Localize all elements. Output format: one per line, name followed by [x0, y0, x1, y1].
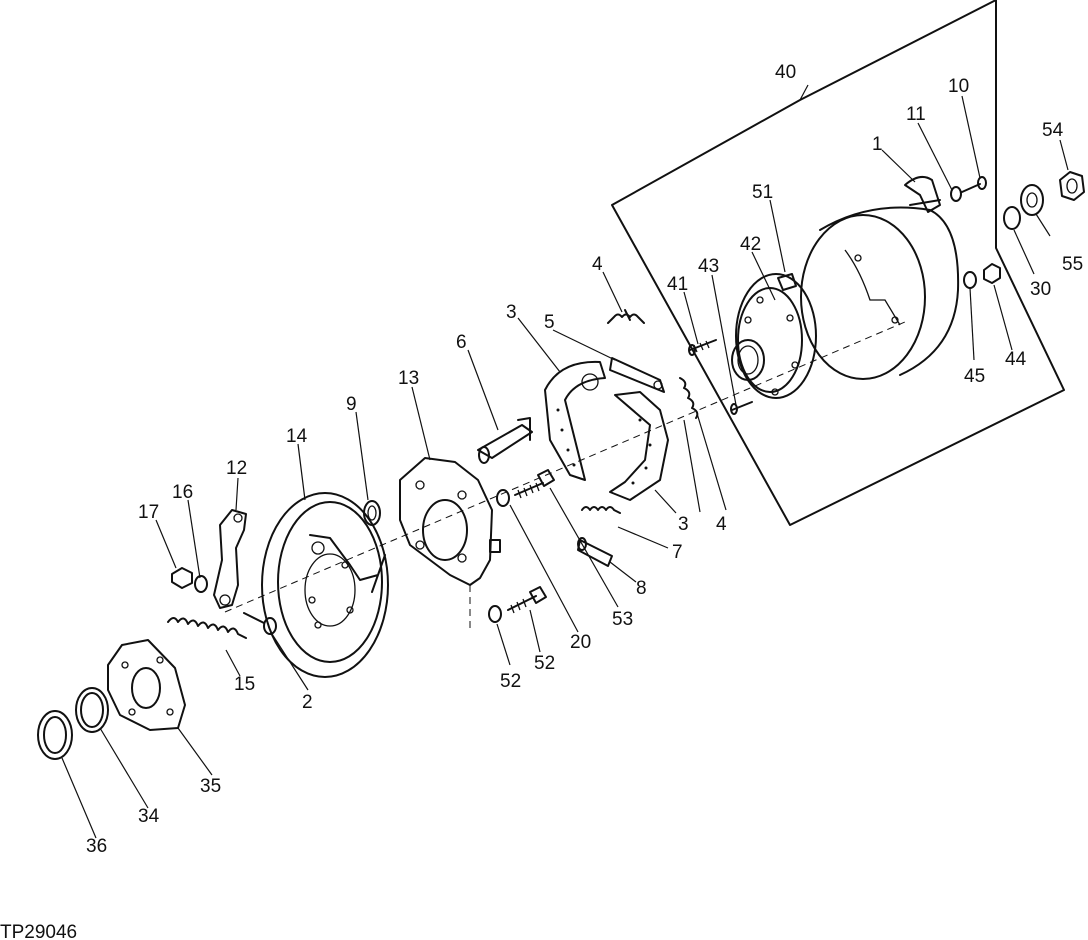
- lever-12-icon: [213, 509, 247, 609]
- callout-35: 35: [200, 776, 221, 797]
- callout-11: 11: [906, 104, 926, 125]
- snap-ring-9-icon: [363, 500, 381, 526]
- washer-52-icon: [488, 605, 502, 623]
- bolt-53-icon: [514, 469, 555, 499]
- callout-45: 45: [964, 366, 985, 387]
- callout-9: 9: [346, 394, 357, 415]
- hub-42-icon: [731, 273, 817, 399]
- callout-40: 40: [775, 62, 796, 83]
- callout-3-lower: 3: [678, 514, 689, 535]
- bolt-10-icon: [961, 176, 987, 193]
- callout-42: 42: [740, 234, 761, 255]
- callout-12: 12: [226, 458, 247, 479]
- callout-15: 15: [234, 674, 255, 695]
- spring-4-upper-icon: [607, 309, 645, 324]
- callout-16: 16: [172, 482, 193, 503]
- callout-30: 30: [1030, 279, 1051, 300]
- bolt-2-icon: [243, 612, 277, 635]
- callout-34: 34: [138, 806, 160, 827]
- callout-17: 17: [138, 502, 159, 523]
- callout-8: 8: [636, 578, 647, 599]
- washer-11-icon: [950, 186, 962, 202]
- spring-15-icon: [167, 617, 247, 639]
- callout-10: 10: [948, 76, 969, 97]
- callout-55: 55: [1062, 254, 1083, 275]
- callout-54: 54: [1042, 120, 1064, 141]
- callout-44: 44: [1005, 349, 1027, 370]
- carrier-plate-13-icon: [399, 457, 501, 586]
- callout-53: 53: [612, 609, 633, 630]
- callout-7: 7: [672, 542, 683, 563]
- seal-34-icon: [75, 687, 109, 733]
- callout-43: 43: [698, 256, 719, 277]
- callout-14: 14: [286, 426, 308, 447]
- group-40-bracket: [611, 0, 1065, 526]
- flange-35-icon: [107, 639, 186, 731]
- callout-20: 20: [570, 632, 591, 653]
- callout-51: 52: [534, 653, 555, 674]
- link-5-icon: [609, 357, 665, 393]
- callout-5: 5: [544, 312, 555, 333]
- leader-lines: [61, 84, 1069, 839]
- stud-41-icon: [688, 339, 717, 356]
- washer-16-icon: [194, 575, 208, 593]
- washer-55-icon: [1020, 184, 1044, 216]
- callout-6: 6: [456, 332, 467, 353]
- nut-44-icon: [983, 263, 1001, 284]
- callout-46: 51: [752, 182, 773, 203]
- spring-7-icon: [581, 506, 621, 514]
- callout-labels: 40 10 11 1 54 55 30 44 45 51 42 43 41 4 …: [86, 62, 1083, 857]
- shaft-6-icon: [477, 417, 533, 464]
- assembly-axis-line: [224, 321, 906, 613]
- callout-4-lower: 4: [716, 514, 727, 535]
- adjuster-8-icon: [577, 537, 613, 567]
- key-46-icon: [777, 273, 797, 291]
- brake-drum-icon: [800, 199, 960, 380]
- callout-2: 2: [302, 692, 313, 713]
- nut-54-icon: [1059, 171, 1085, 201]
- bolt-51-icon: [507, 586, 547, 614]
- callout-3-upper: 3: [506, 302, 517, 323]
- callout-4-upper: 4: [592, 254, 603, 275]
- figure-id: TP29046: [0, 922, 77, 940]
- seal-36-icon: [37, 710, 73, 760]
- brake-shoe-3-upper-icon: [544, 360, 606, 481]
- nut-17-icon: [171, 567, 193, 589]
- callout-41: 41: [667, 274, 688, 295]
- washer-20-icon: [496, 489, 510, 507]
- ring-30-icon: [1003, 206, 1021, 230]
- brake-shoe-3-lower-icon: [609, 391, 669, 501]
- stud-43-icon: [730, 401, 753, 415]
- clip-1-icon: [904, 175, 941, 213]
- callout-36: 36: [86, 836, 107, 857]
- washer-45-icon: [963, 271, 977, 289]
- callout-1: 1: [872, 134, 883, 155]
- backing-plate-14-icon: [261, 492, 389, 678]
- callout-52: 52: [500, 671, 521, 692]
- callout-13: 13: [398, 368, 419, 389]
